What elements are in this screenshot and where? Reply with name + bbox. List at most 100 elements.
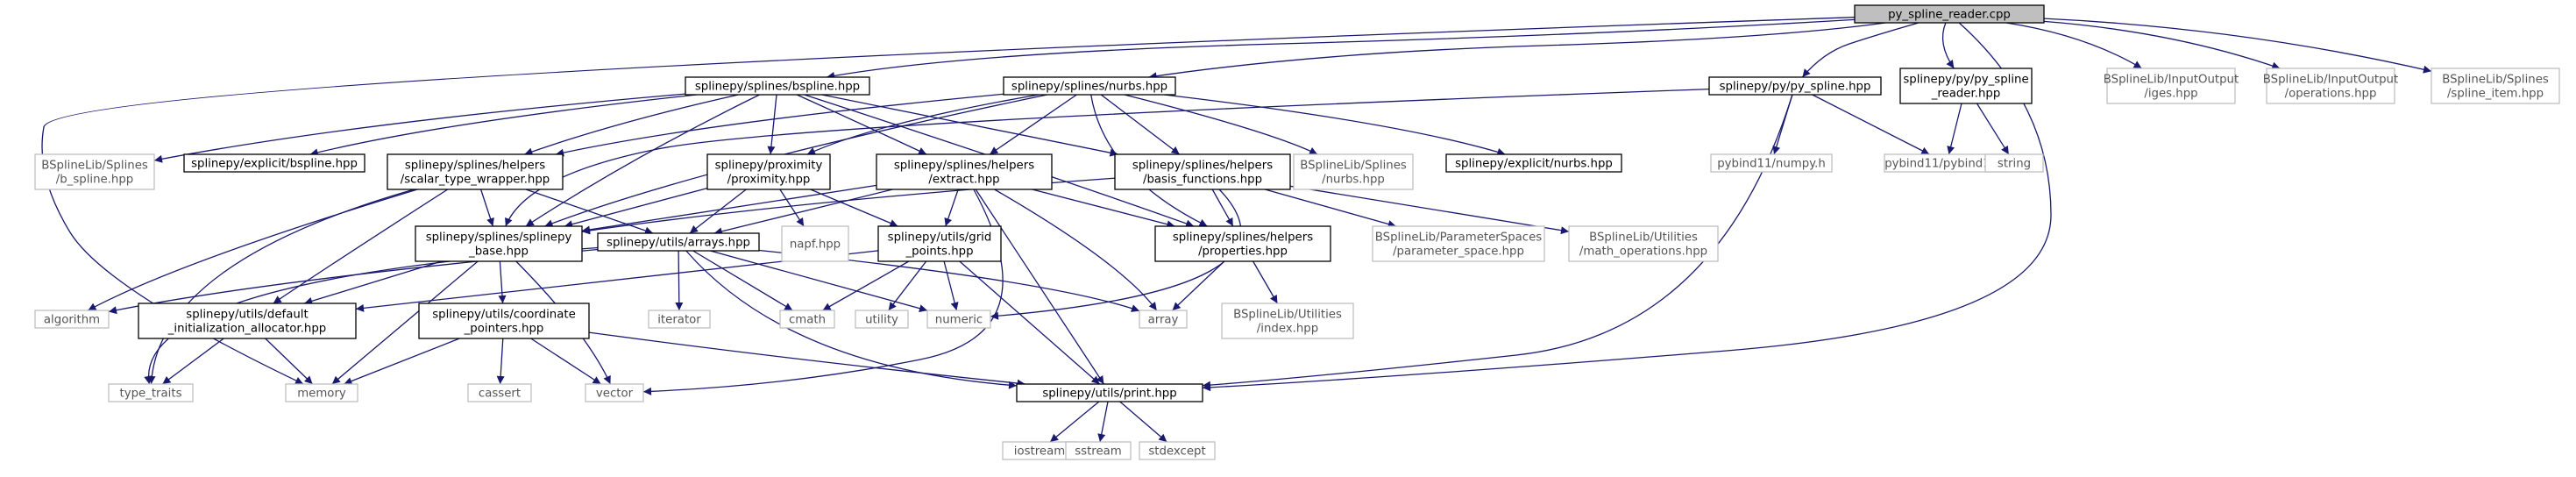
node-label: splinepy/explicit/nurbs.hpp (1455, 158, 1613, 171)
edge-basis-functions-to-parameter-space (1265, 189, 1396, 228)
node-py-spline-reader[interactable]: splinepy/py/py_spline_reader.hpp (1899, 68, 2033, 104)
node-basis-functions[interactable]: splinepy/splines/helpers/basis_functions… (1114, 153, 1291, 190)
node-explicit-bspline[interactable]: splinepy/explicit/bspline.hpp (183, 153, 365, 173)
node-box (1710, 153, 1833, 173)
node-label: splinepy/splines/helpers (405, 160, 545, 173)
node-nurbs[interactable]: splinepy/splines/nurbs.hpp (1003, 76, 1176, 96)
node-label: BSplineLib/InputOutput (2104, 74, 2239, 87)
edge-print-to-iostream (1049, 401, 1100, 443)
edge-root-to-io-operations (2043, 20, 2281, 70)
node-label: /parameter_space.hpp (1393, 246, 1524, 259)
node-label: /spline_item.hpp (2447, 88, 2544, 101)
node-string: string (1984, 153, 2044, 173)
edge-nurbs-to-explicit-nurbs (1163, 94, 1506, 156)
edge-extract-to-arrays (713, 189, 893, 236)
node-label: _initialization_allocator.hpp (167, 323, 326, 336)
node-vector: vector (585, 383, 644, 402)
node-box (418, 303, 590, 339)
node-py-spline[interactable]: splinepy/py/py_spline.hpp (1708, 76, 1882, 96)
node-label: array (1148, 314, 1179, 327)
edge-coordinate-pointers-to-print (588, 331, 1025, 388)
node-label: /extract.hpp (928, 174, 999, 187)
node-explicit-nurbs[interactable]: splinepy/explicit/nurbs.hpp (1445, 153, 1622, 173)
node-label: splinepy/splines/helpers (894, 160, 1034, 173)
node-box (1854, 4, 2045, 24)
node-box (585, 383, 644, 402)
node-math-operations: BSplineLib/Utilities/math_operations.hpp (1568, 225, 1719, 262)
node-label: splinepy/py/py_spline (1903, 74, 2028, 87)
node-scalar-type-wrapper[interactable]: splinepy/splines/helpers/scalar_type_wra… (387, 153, 564, 190)
edge-root-to-py-spline (1801, 22, 1920, 78)
edge-extract-to-splinepy-base (581, 184, 877, 234)
edge-coordinate-pointers-to-vector (530, 338, 601, 385)
node-label: py_spline_reader.cpp (1888, 9, 2011, 22)
node-grid-points[interactable]: splinepy/utils/grid_points.hpp (877, 225, 1002, 262)
graph-nodes: py_spline_reader.cpp splinepy/splines/bsp… (34, 4, 2560, 460)
node-box (1221, 303, 1354, 339)
node-label: splinepy/splines/helpers (1132, 160, 1273, 173)
node-label: numeric (935, 314, 983, 327)
edge-root-to-memory (41, 17, 1856, 385)
node-box (1984, 153, 2044, 173)
edge-py-spline-to-pybind11 (1812, 94, 1930, 155)
node-box (387, 153, 564, 190)
node-label: splinepy/splines/bspline.hpp (695, 81, 860, 94)
node-label: pybind11/numpy.h (1717, 158, 1826, 171)
node-label: splinepy/utils/coordinate (432, 309, 576, 322)
node-splinepy-base[interactable]: splinepy/splines/splinepy_base.hpp (415, 225, 583, 262)
node-box (597, 232, 760, 252)
node-box (855, 310, 909, 329)
node-label: BSplineLib/Splines (2442, 74, 2549, 87)
node-label: splinepy/splines/splinepy (426, 231, 572, 245)
node-label: BSplineLib/Utilities (1589, 231, 1698, 245)
node-label: splinepy/utils/grid (888, 231, 992, 245)
node-print[interactable]: splinepy/utils/print.hpp (1016, 383, 1203, 402)
node-array: array (1139, 310, 1188, 329)
node-label: /b_spline.hpp (56, 174, 133, 187)
node-label: stdexcept (1148, 445, 1205, 459)
edge-basis-functions-to-properties (1211, 189, 1234, 227)
edge-default-alloc-to-type-traits (162, 338, 224, 385)
node-box (876, 153, 1053, 190)
edge-extract-to-grid-points (944, 189, 959, 227)
node-box (138, 303, 357, 339)
edge-scalar-type-wrapper-to-arrays (525, 189, 654, 235)
node-label: splinepy/explicit/bspline.hpp (191, 158, 358, 171)
edge-proximity-to-splinepy-base (564, 187, 708, 229)
edge-default-alloc-to-memory (265, 338, 314, 385)
node-box (1003, 76, 1176, 96)
node-label: iostream (1014, 445, 1065, 459)
node-arrays[interactable]: splinepy/utils/arrays.hpp (597, 232, 760, 252)
node-io-operations: BSplineLib/InputOutput/operations.hpp (2263, 68, 2398, 104)
edge-properties-to-array (1172, 260, 1225, 311)
node-box (34, 153, 155, 190)
edge-root-to-spline-item (2043, 18, 2432, 74)
node-label: _points.hpp (905, 246, 973, 259)
node-stdexcept: stdexcept (1139, 441, 1216, 460)
node-iterator: iterator (648, 310, 711, 329)
node-label: /index.hpp (1257, 323, 1318, 336)
node-coordinate-pointers[interactable]: splinepy/utils/coordinate_pointers.hpp (418, 303, 590, 339)
node-numeric: numeric (926, 310, 991, 329)
node-extract[interactable]: splinepy/splines/helpers/extract.hpp (876, 153, 1053, 190)
node-label: splinepy/utils/arrays.hpp (607, 237, 750, 250)
edge-py-spline-to-print (1202, 94, 1793, 389)
node-root[interactable]: py_spline_reader.cpp (1854, 4, 2045, 24)
edge-extract-to-array (994, 189, 1158, 311)
node-label: utility (865, 314, 898, 327)
node-default-alloc[interactable]: splinepy/utils/default_initialization_al… (138, 303, 357, 339)
edge-splinepy-base-to-memory (331, 260, 479, 385)
node-box (648, 310, 711, 329)
node-box (926, 310, 991, 329)
node-label: /operations.hpp (2285, 88, 2377, 101)
node-cmath: cmath (779, 310, 835, 329)
node-proximity[interactable]: splinepy/proximity/proximity.hpp (706, 153, 831, 190)
edge-print-to-stdexcept (1119, 401, 1167, 443)
edge-basis-functions-to-math-operations (1289, 185, 1570, 235)
node-bspline[interactable]: splinepy/splines/bspline.hpp (685, 76, 870, 96)
node-properties[interactable]: splinepy/splines/helpers/properties.hpp (1154, 225, 1331, 262)
node-label: sstream (1075, 445, 1122, 459)
node-label: /scalar_type_wrapper.hpp (401, 174, 550, 187)
node-iostream: iostream (1002, 441, 1077, 460)
node-box (1899, 68, 2033, 104)
